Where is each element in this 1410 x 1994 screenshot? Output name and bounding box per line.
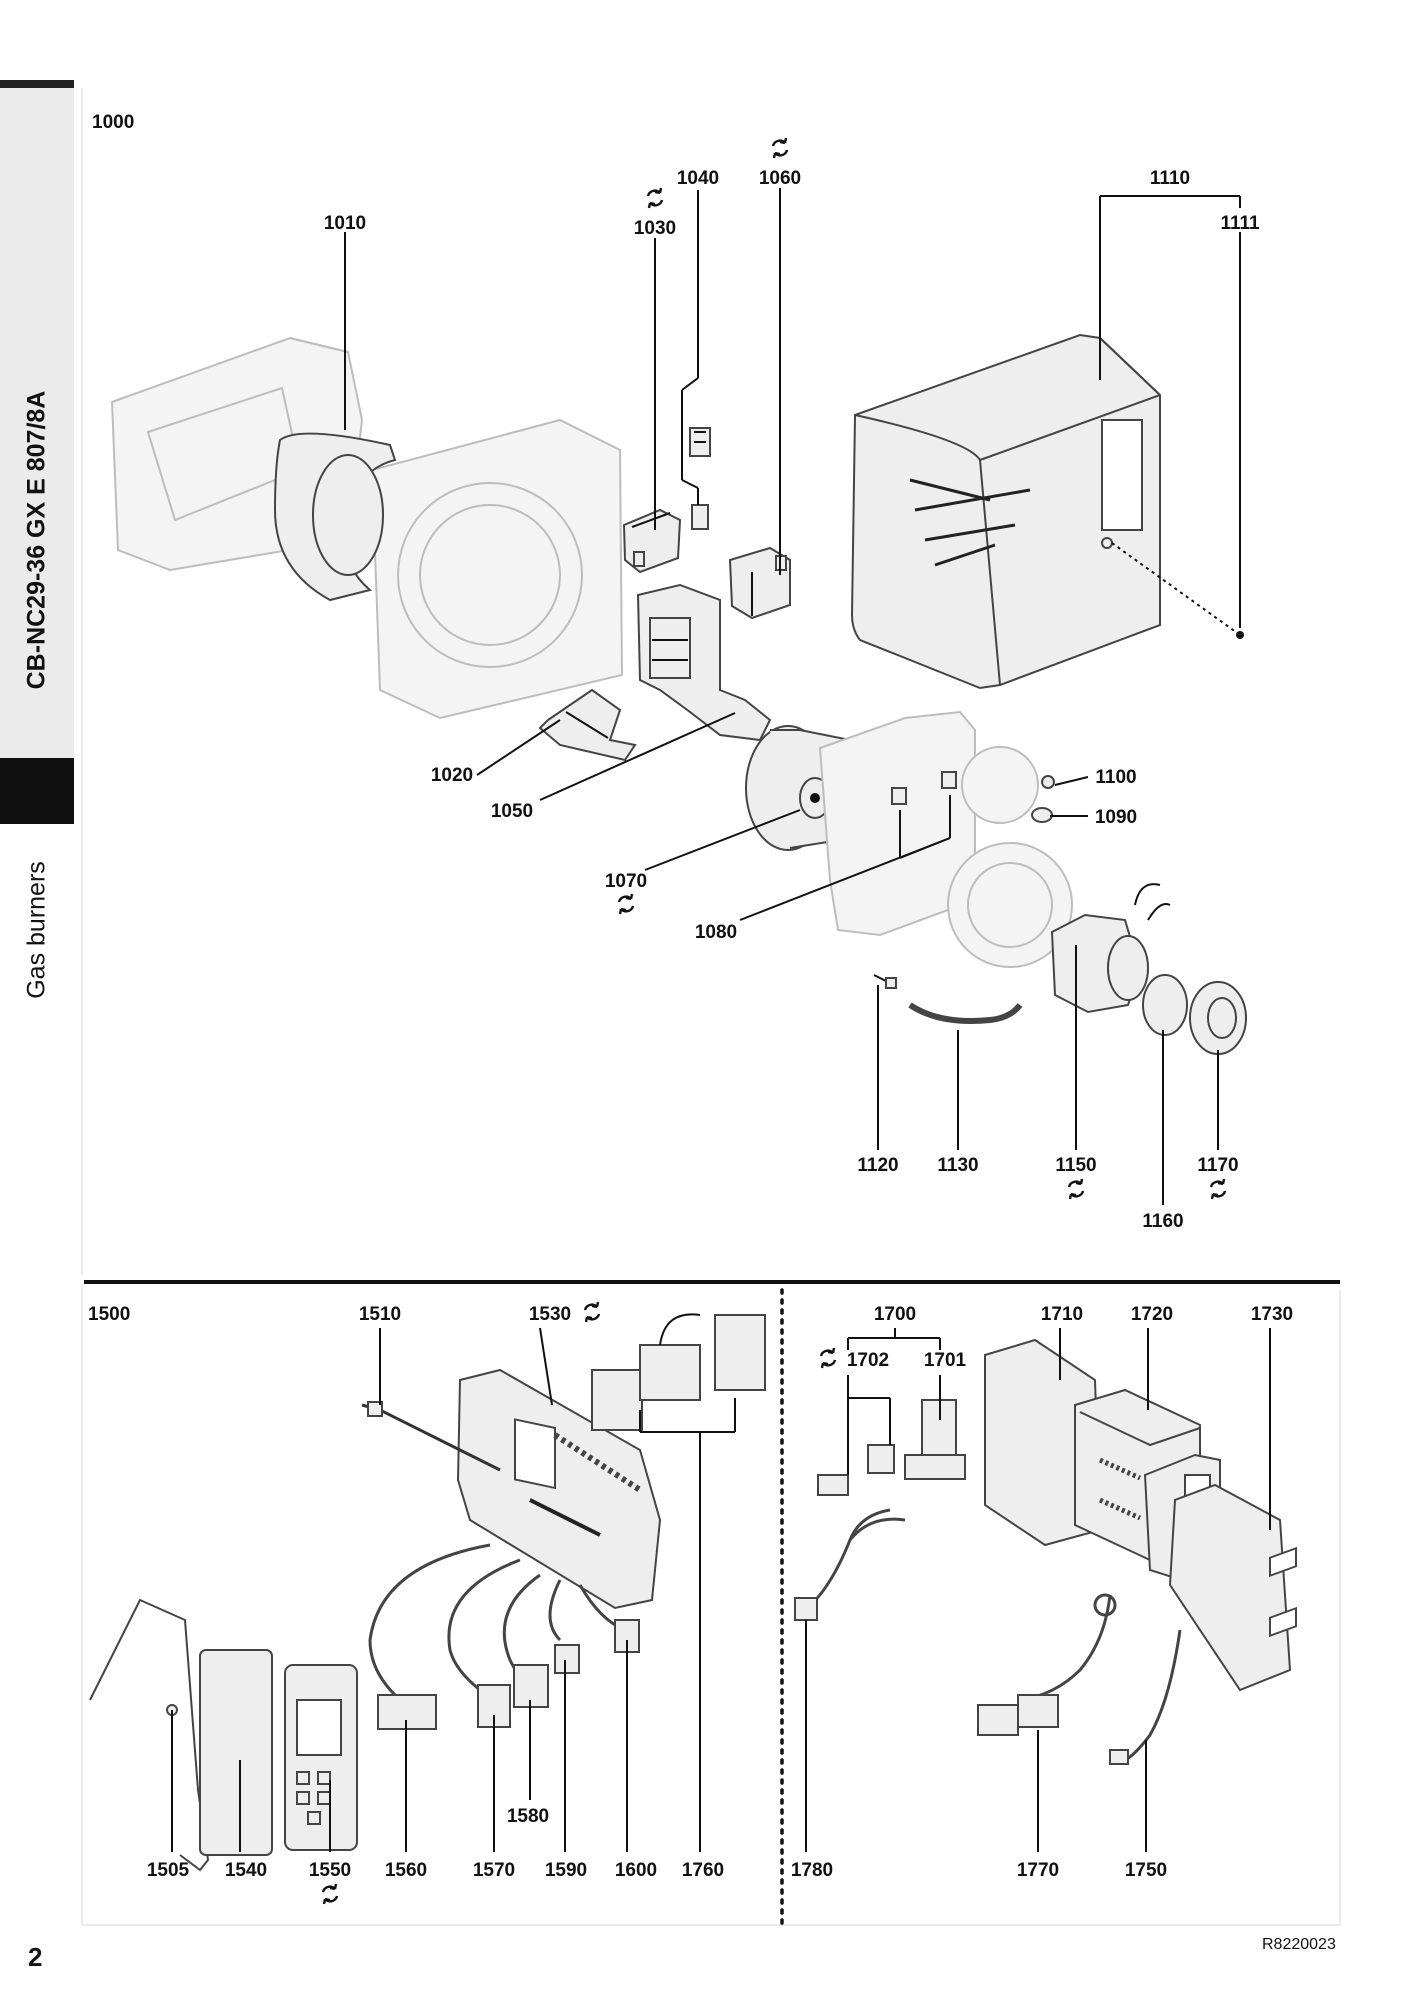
bottom-right-panel: 1700 1702 1701 1710 1720 1730 1780 1770 … — [791, 1304, 1297, 1881]
clip-1702 — [817, 1474, 849, 1496]
part-label-1730: 1730 — [1251, 1304, 1293, 1325]
part-label-1780: 1780 — [791, 1860, 833, 1881]
rotate-arrows-icon — [771, 136, 789, 160]
screw-axis — [1111, 542, 1241, 636]
leader-lines-top — [344, 188, 1241, 1205]
part-label-1760: 1760 — [682, 1860, 724, 1881]
display-frame-1540 — [199, 1649, 273, 1856]
part-label-1750: 1750 — [1125, 1860, 1167, 1881]
part-label-1010: 1010 — [324, 213, 366, 234]
part-label-1040: 1040 — [677, 168, 719, 189]
motor — [1050, 883, 1171, 1014]
sidebar: CB-NC29-36 GX E 807/8A Gas burners — [0, 0, 74, 1994]
mounting-bracket — [89, 1598, 210, 1872]
part-label-1530: 1530 — [529, 1304, 571, 1325]
part-label-1110: 1110 — [1150, 168, 1190, 189]
sidebar-top-rule — [0, 80, 74, 88]
bottom-left-panel: 1500 — [88, 1300, 766, 1906]
plug-1590 — [554, 1644, 580, 1674]
ignition-transformer — [728, 546, 791, 620]
top-panel: 1000 — [92, 112, 1260, 1232]
connector-plugs — [591, 1313, 766, 1431]
flange-gasket — [1142, 974, 1188, 1036]
gasket-1090 — [1031, 807, 1053, 823]
relay-base-1701 — [904, 1399, 966, 1480]
display-unit-1550 — [284, 1664, 358, 1851]
panel-frames — [81, 88, 1341, 1927]
part-label-1710: 1710 — [1041, 1304, 1083, 1325]
leader-lines-bottom-left — [171, 1327, 736, 1852]
part-label-1020: 1020 — [431, 765, 473, 786]
rotate-arrows-icon — [583, 1300, 601, 1324]
part-label-1540: 1540 — [225, 1860, 267, 1881]
part-label-1120: 1120 — [857, 1155, 898, 1176]
part-label-1720: 1720 — [1131, 1304, 1173, 1325]
wiring-loom — [368, 1543, 626, 1697]
back-plate — [818, 710, 1073, 968]
group-label-1000: 1000 — [92, 112, 134, 133]
cover-box-1730 — [1168, 1483, 1297, 1692]
clip-b — [941, 771, 957, 789]
rotate-arrows-icon — [646, 186, 664, 210]
part-label-1510: 1510 — [359, 1304, 401, 1325]
plug-1580 — [513, 1664, 549, 1708]
part-label-1060: 1060 — [759, 168, 801, 189]
relay-1702 — [867, 1444, 895, 1474]
part-label-1550: 1550 — [309, 1860, 351, 1881]
air-box-frame — [636, 583, 772, 742]
part-label-1570: 1570 — [473, 1860, 515, 1881]
sidebar-black-tab — [0, 758, 74, 824]
part-label-1030: 1030 — [634, 218, 676, 239]
sidebar-title-band — [0, 88, 74, 758]
burner-cover — [850, 333, 1161, 690]
screw-1120 — [873, 974, 887, 982]
part-label-1505: 1505 — [147, 1860, 190, 1881]
control-box — [456, 1368, 662, 1610]
cable-1750 — [1124, 1629, 1182, 1762]
part-label-1170: 1170 — [1197, 1155, 1238, 1176]
group-label-1500: 1500 — [88, 1304, 130, 1325]
rotate-arrows-icon — [1209, 1177, 1227, 1201]
part-label-1702: 1702 — [847, 1350, 889, 1371]
clip-a — [891, 787, 907, 805]
part-label-1590: 1590 — [545, 1860, 587, 1881]
reference-code: R8220023 — [1262, 1936, 1336, 1953]
screw-1100 — [1041, 775, 1055, 789]
connector-clip — [689, 427, 711, 530]
part-label-1560: 1560 — [385, 1860, 427, 1881]
part-label-1770: 1770 — [1017, 1860, 1059, 1881]
part-label-1130: 1130 — [937, 1155, 978, 1176]
cable-1780 — [804, 1508, 891, 1612]
rotate-arrows-icon — [321, 1882, 339, 1906]
part-label-1580: 1580 — [507, 1806, 549, 1827]
part-label-1090: 1090 — [1095, 807, 1137, 828]
rotate-arrows-icon — [617, 892, 635, 916]
servomotor — [622, 508, 682, 574]
leader-lines-bottom-right — [805, 1328, 1271, 1852]
air-housing-front — [370, 418, 624, 720]
part-label-1070: 1070 — [605, 871, 647, 892]
part-label-1100: 1100 — [1095, 767, 1136, 788]
part-label-1080: 1080 — [695, 922, 737, 943]
hose-1130 — [908, 1002, 1023, 1024]
plug-1770 — [977, 1694, 1059, 1736]
part-label-1700: 1700 — [874, 1304, 916, 1325]
part-label-1600: 1600 — [615, 1860, 657, 1881]
fan-volute — [273, 432, 397, 602]
rotate-arrows-icon — [819, 1346, 837, 1370]
part-label-1150: 1150 — [1055, 1155, 1096, 1176]
part-label-1701: 1701 — [924, 1350, 967, 1371]
screw-1111 — [1236, 631, 1244, 639]
rotate-arrows-icon — [1067, 1177, 1085, 1201]
air-damper — [538, 688, 637, 762]
part-label-1160: 1160 — [1142, 1211, 1183, 1232]
part-label-1111: 1111 — [1220, 213, 1260, 234]
page-number: 2 — [28, 1942, 43, 1972]
part-label-1050: 1050 — [491, 801, 533, 822]
